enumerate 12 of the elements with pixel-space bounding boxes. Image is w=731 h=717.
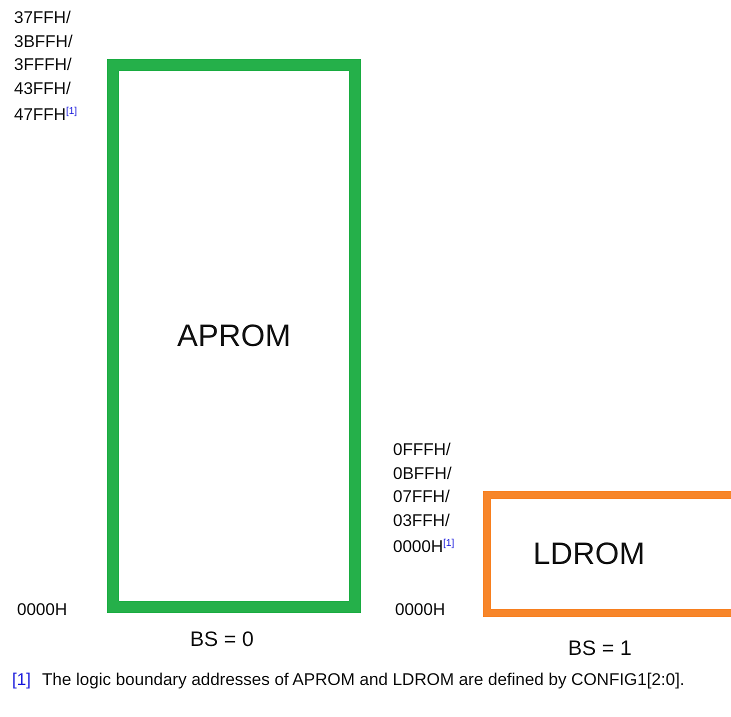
memory-block [107,59,361,613]
footnote-text: The logic boundary addresses of APROM and LDROM are defined by CONFIG1[2:0]. [42,669,686,691]
address-label: 37FFH/ 3BFFH/ 3FFFH/ 43FFH/ 47FFH$^{[1]}$ [14,7,78,126]
address-label: 0000H [395,599,446,621]
block-label: APROM [177,318,291,354]
memory-block [483,491,731,617]
block-label: LDROM [533,536,645,572]
address-label: 0000H [17,599,68,621]
mode-label: BS = 1 [568,637,632,660]
address-label: 0FFFH/ 0BFFH/ 07FFH/ 03FFH/ 0000H$^{[1]}$ [393,439,454,558]
mode-label: BS = 0 [190,628,254,652]
footnote-mark: [1] [12,669,31,691]
